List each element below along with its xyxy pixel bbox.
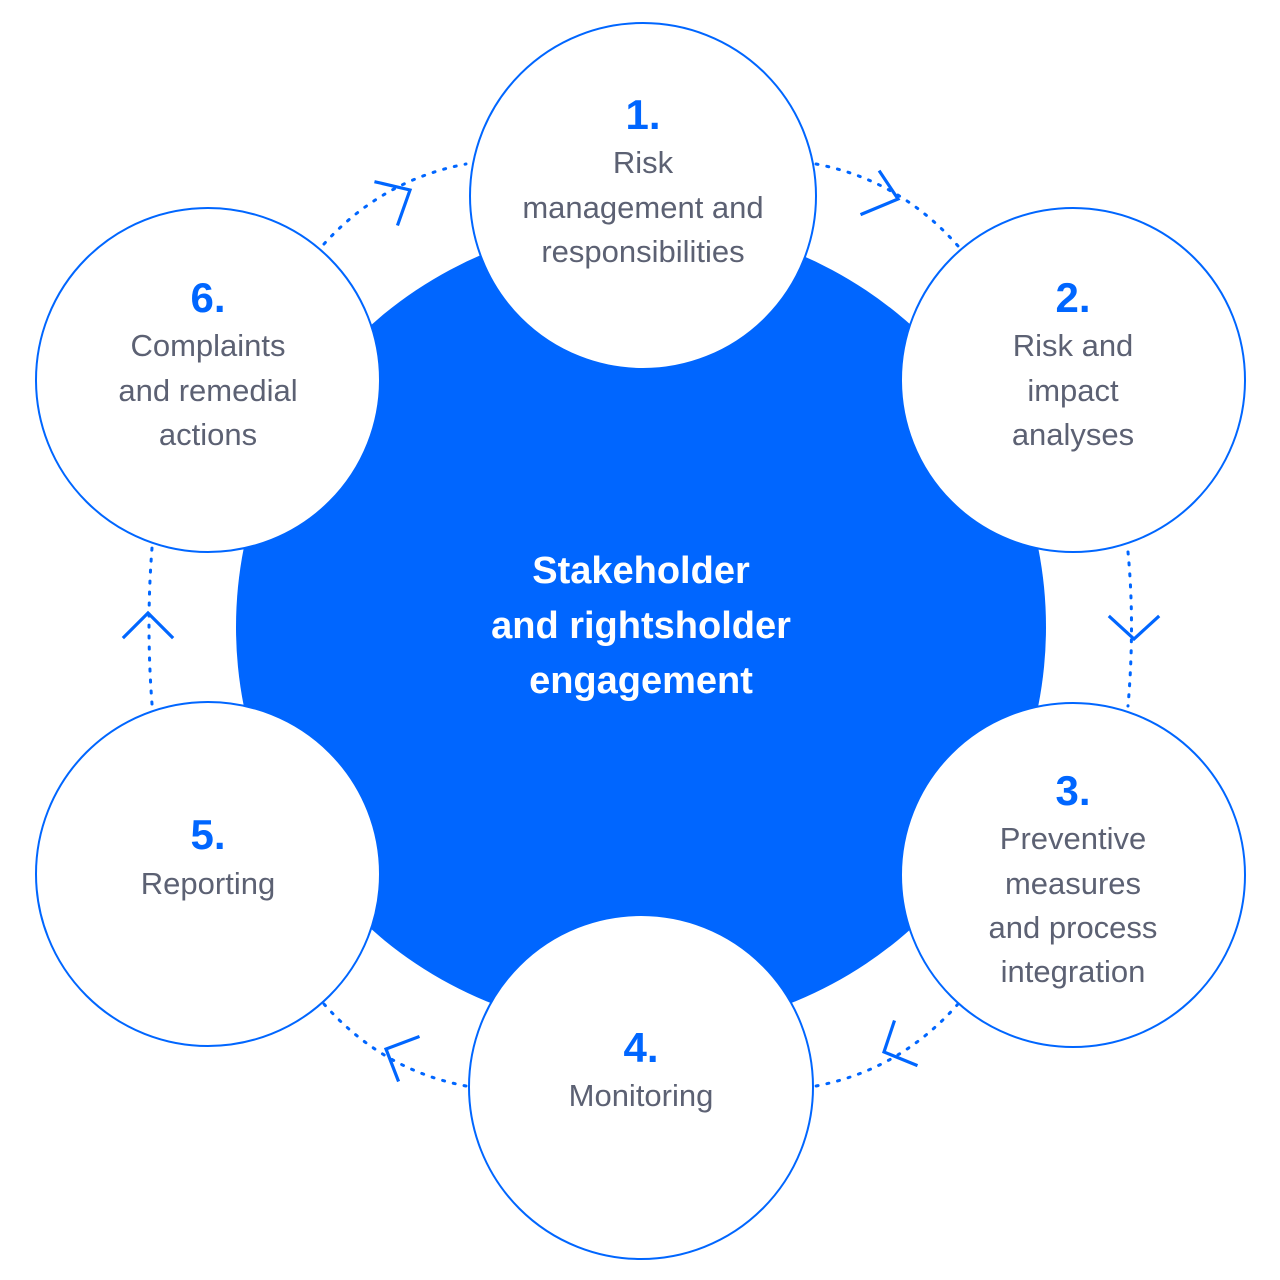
step-node-5: 5. Reporting bbox=[35, 701, 381, 1047]
center-title-line-3: engagement bbox=[529, 660, 753, 702]
arrow-right-up-icon bbox=[374, 180, 413, 227]
step-label-2-line-1: Risk and bbox=[1013, 328, 1134, 363]
connector-2-3 bbox=[1126, 550, 1133, 708]
step-number-3: 3. bbox=[1055, 767, 1090, 814]
step-circle-4 bbox=[468, 914, 814, 1260]
step-label-6-line-2: and remedial bbox=[118, 373, 297, 408]
step-label-6-line-3: actions bbox=[159, 417, 257, 452]
step-circle-3 bbox=[900, 702, 1246, 1048]
step-label-3-line-4: integration bbox=[1001, 954, 1146, 989]
connector-4-5 bbox=[322, 1002, 468, 1088]
step-node-3: 3. Preventive measures and process integ… bbox=[900, 702, 1246, 1048]
connector-6-1 bbox=[322, 162, 468, 246]
step-number-1: 1. bbox=[625, 91, 660, 138]
step-label-5-line-1: Reporting bbox=[141, 866, 275, 901]
step-label-1-line-1: Risk bbox=[613, 145, 674, 180]
center-title-line-1: Stakeholder bbox=[532, 550, 750, 592]
center-title-line-2: and rightsholder bbox=[491, 605, 791, 647]
step-label-2-line-2: impact bbox=[1027, 373, 1119, 408]
center-disc bbox=[236, 222, 1046, 1032]
step-circle-1 bbox=[469, 22, 817, 370]
step-number-6: 6. bbox=[190, 274, 225, 321]
step-number-5: 5. bbox=[190, 811, 225, 858]
step-circle-5 bbox=[35, 701, 381, 1047]
arrow-left-down-icon bbox=[882, 1019, 919, 1068]
step-label-2-line-3: analyses bbox=[1012, 417, 1134, 452]
connectors bbox=[147, 162, 1133, 1088]
step-label-1-line-3: responsibilities bbox=[541, 234, 744, 269]
step-label-6-line-1: Complaints bbox=[130, 328, 285, 363]
connector-1-2 bbox=[814, 162, 960, 248]
arrow-left-up-icon bbox=[383, 1034, 421, 1083]
step-label-1-line-2: management and bbox=[522, 190, 763, 225]
step-label-4-line-1: Monitoring bbox=[569, 1078, 714, 1113]
step-circle-2 bbox=[900, 207, 1246, 553]
arrowheads bbox=[121, 169, 1161, 1083]
step-node-6: 6. Complaints and remedial actions bbox=[35, 207, 381, 553]
chevron-down-icon bbox=[1107, 614, 1161, 642]
step-number-4: 4. bbox=[623, 1024, 658, 1071]
step-node-4: 4. Monitoring bbox=[468, 914, 814, 1260]
connector-3-4 bbox=[814, 1002, 960, 1088]
step-label-3-line-2: measures bbox=[1005, 866, 1141, 901]
connector-5-6 bbox=[147, 546, 154, 706]
chevron-up-icon bbox=[121, 610, 175, 640]
arrow-right-down-icon bbox=[859, 169, 901, 217]
step-node-1: 1. Risk management and responsibilities bbox=[469, 22, 817, 370]
step-circle-6 bbox=[35, 207, 381, 553]
center-node: Stakeholder and rightsholder engagement bbox=[236, 222, 1046, 1032]
step-label-3-line-3: and process bbox=[989, 910, 1158, 945]
step-node-2: 2. Risk and impact analyses bbox=[900, 207, 1246, 553]
step-number-2: 2. bbox=[1055, 274, 1090, 321]
step-label-3-line-1: Preventive bbox=[1000, 821, 1146, 856]
